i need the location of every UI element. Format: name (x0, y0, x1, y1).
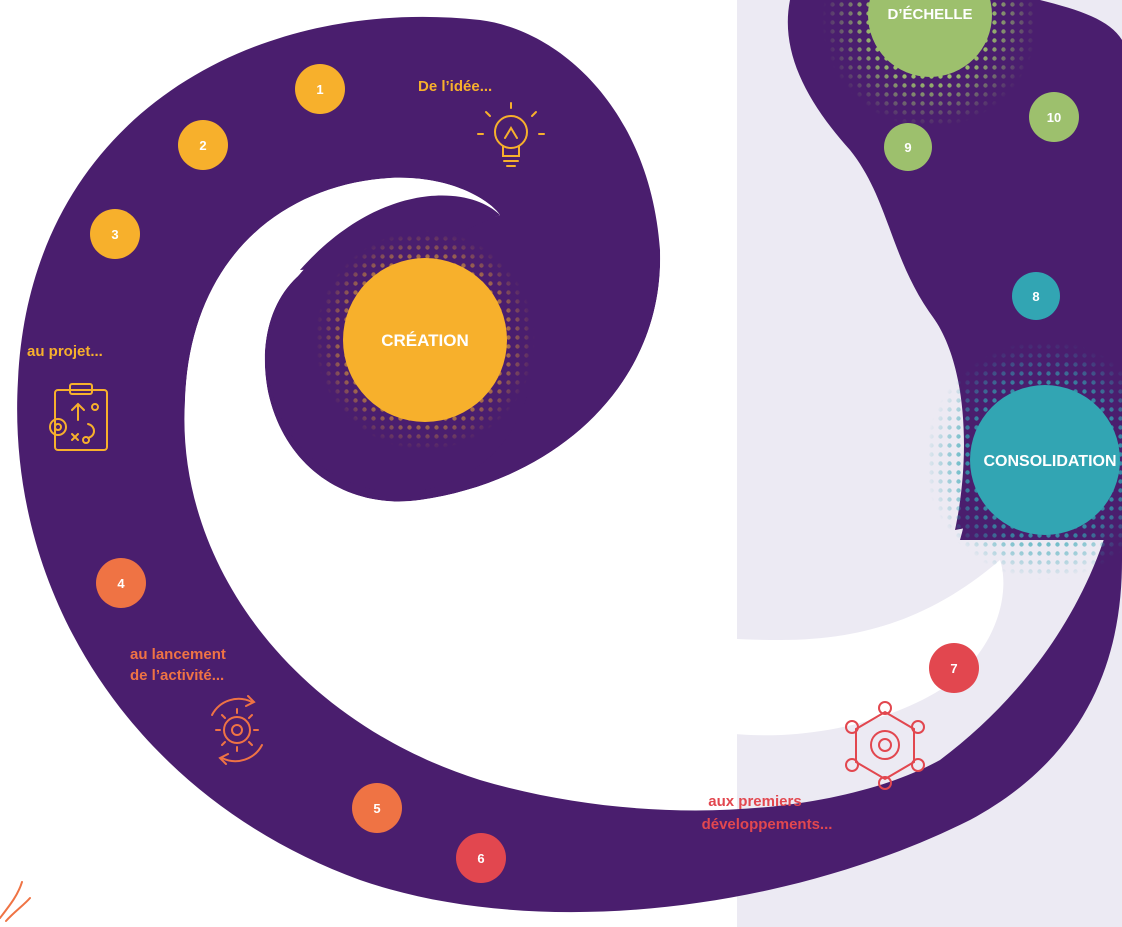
caption-idea: De l’idée... (418, 78, 492, 95)
phase-scale-label: D’ÉCHELLE (887, 6, 972, 23)
caption-project: au projet... (27, 343, 103, 360)
step-marker: 8 (1012, 272, 1060, 320)
step-number: 1 (316, 82, 323, 97)
step-number: 9 (904, 140, 911, 155)
spiral-hole (185, 177, 1004, 736)
step-number: 3 (111, 227, 118, 242)
decorative-stroke (0, 881, 31, 922)
step-marker: 3 (90, 209, 140, 259)
phase-consolidation: CONSOLIDATION (925, 340, 1122, 580)
lightbulb-icon (477, 102, 545, 167)
caption-dev-line2: développements... (702, 816, 833, 833)
step-marker: 7 (929, 643, 979, 693)
step-marker: 5 (352, 783, 402, 833)
step-marker: 1 (295, 64, 345, 114)
clipboard-plan-icon (49, 383, 108, 451)
step-marker: 6 (456, 833, 506, 883)
phase-creation-label: CRÉATION (381, 331, 469, 350)
step-marker: 4 (96, 558, 146, 608)
gear-network-icon (845, 701, 925, 790)
step-number: 8 (1032, 289, 1039, 304)
step-marker: 10 (1029, 92, 1079, 142)
spiral-tail (300, 195, 500, 270)
step-marker: 9 (884, 123, 932, 171)
step-marker: 2 (178, 120, 228, 170)
step-number: 2 (199, 138, 206, 153)
step-number: 10 (1047, 110, 1061, 125)
caption-launch-line1: au lancement (130, 646, 226, 663)
phase-creation: CRÉATION (315, 230, 535, 450)
step-number: 6 (477, 851, 484, 866)
caption-dev-line1: aux premiers (708, 793, 801, 810)
gear-cycle-icon (211, 695, 263, 765)
phase-scale: D’ÉCHELLE (822, 0, 1038, 128)
step-number: 7 (950, 661, 957, 676)
phase-consolidation-label: CONSOLIDATION (983, 453, 1116, 470)
journey-path (17, 0, 1122, 913)
caption-launch-line2: de l’activité... (130, 667, 224, 684)
panel-top (1040, 0, 1122, 40)
step-number: 5 (373, 801, 380, 816)
step-number: 4 (117, 576, 125, 591)
